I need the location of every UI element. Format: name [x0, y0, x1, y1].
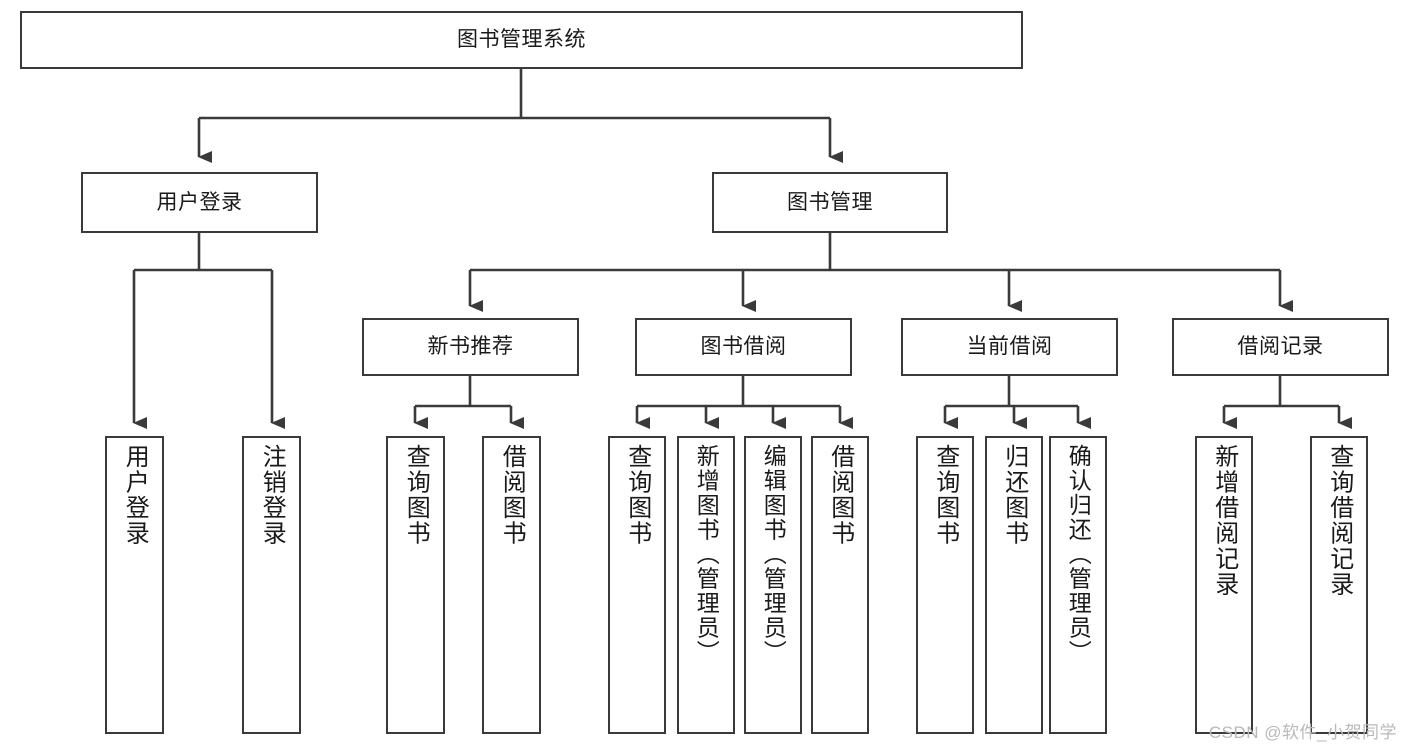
watermark-text: CSDN @软件_小贺同学: [1208, 723, 1397, 742]
node-leaf-confirm-return[interactable]: 确认归还（管理员）: [1049, 436, 1107, 734]
node-user-login[interactable]: 用户登录: [81, 172, 318, 233]
node-root[interactable]: 图书管理系统: [20, 11, 1023, 69]
node-leaf-query-book-3-label: 查询图书: [931, 444, 959, 546]
node-leaf-query-book-2-label: 查询图书: [623, 444, 651, 546]
node-root-label: 图书管理系统: [457, 28, 586, 52]
node-leaf-return-book-label: 归还图书: [1000, 444, 1028, 546]
node-leaf-borrow-book-1-label: 借阅图书: [498, 444, 526, 546]
node-leaf-add-record-label: 新增借阅记录: [1210, 444, 1238, 597]
node-leaf-logout-login-label: 注销登录: [258, 444, 286, 546]
node-leaf-edit-book-label: 编辑图书（管理员）: [760, 444, 787, 665]
node-leaf-confirm-return-label: 确认归还（管理员）: [1065, 444, 1092, 665]
node-borrow-record-label: 借阅记录: [1237, 335, 1324, 359]
node-leaf-query-book-3[interactable]: 查询图书: [916, 436, 974, 734]
node-current-borrow-label: 当前借阅: [966, 335, 1053, 359]
node-leaf-add-record[interactable]: 新增借阅记录: [1195, 436, 1253, 734]
node-current-borrow[interactable]: 当前借阅: [901, 318, 1118, 376]
node-leaf-borrow-book-2[interactable]: 借阅图书: [811, 436, 869, 734]
node-leaf-borrow-book-1[interactable]: 借阅图书: [482, 436, 541, 734]
node-new-book-recommend[interactable]: 新书推荐: [362, 318, 579, 376]
node-leaf-query-book-1-label: 查询图书: [402, 444, 430, 546]
node-leaf-user-login[interactable]: 用户登录: [105, 436, 164, 734]
node-leaf-query-book-1[interactable]: 查询图书: [386, 436, 445, 734]
node-book-manage-label: 图书管理: [787, 190, 873, 214]
node-user-login-label: 用户登录: [156, 190, 243, 214]
node-leaf-add-book-label: 新增图书（管理员）: [693, 444, 720, 665]
node-leaf-add-book[interactable]: 新增图书（管理员）: [677, 436, 735, 734]
node-book-borrow-label: 图书借阅: [700, 335, 787, 359]
node-leaf-user-login-label: 用户登录: [121, 444, 149, 546]
node-leaf-edit-book[interactable]: 编辑图书（管理员）: [744, 436, 802, 734]
node-borrow-record[interactable]: 借阅记录: [1172, 318, 1389, 376]
node-leaf-query-record[interactable]: 查询借阅记录: [1310, 436, 1368, 734]
node-book-borrow[interactable]: 图书借阅: [635, 318, 852, 376]
node-leaf-logout-login[interactable]: 注销登录: [242, 436, 301, 734]
node-leaf-query-book-2[interactable]: 查询图书: [608, 436, 666, 734]
node-leaf-return-book[interactable]: 归还图书: [985, 436, 1043, 734]
node-leaf-borrow-book-2-label: 借阅图书: [826, 444, 854, 546]
node-book-manage[interactable]: 图书管理: [712, 172, 948, 233]
node-new-book-recommend-label: 新书推荐: [427, 335, 514, 359]
node-leaf-query-record-label: 查询借阅记录: [1325, 444, 1353, 597]
